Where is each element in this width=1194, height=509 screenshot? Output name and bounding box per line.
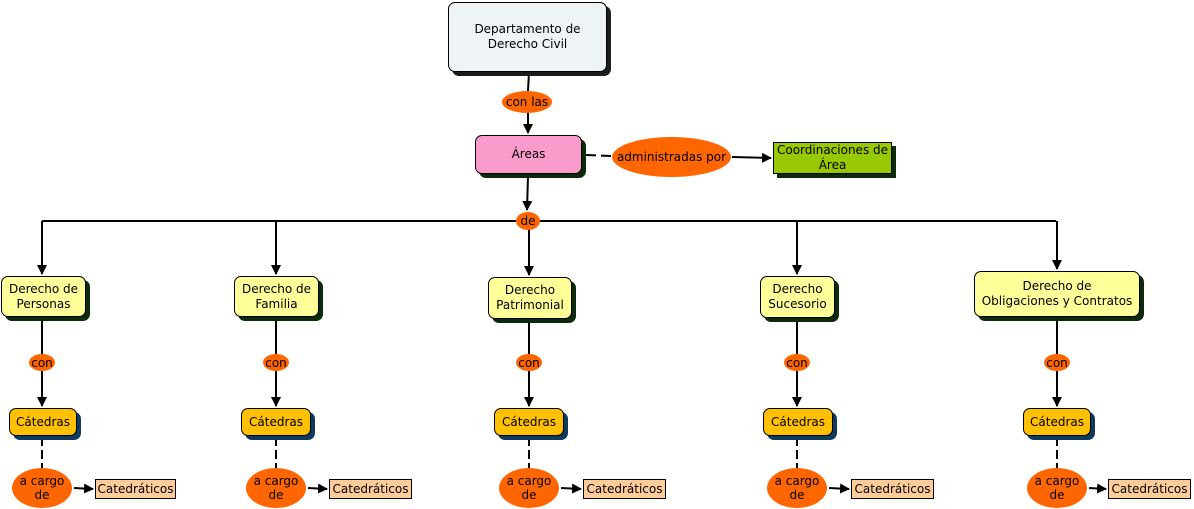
edge-cargo-prof (560, 483, 582, 494)
edge-cargo-prof (828, 483, 850, 494)
node-catedraticos[interactable]: Catedráticos (583, 479, 666, 499)
link-a-cargo-de[interactable]: a cargo de (1027, 468, 1087, 508)
node-coordinaciones[interactable]: Coordinaciones de Área (773, 142, 892, 174)
link-con-las[interactable]: con las (502, 91, 552, 113)
edge-areas-de (522, 175, 533, 211)
node-catedras[interactable]: Cátedras (9, 408, 77, 436)
node-branch[interactable]: Derecho de Familia (234, 276, 319, 317)
link-a-cargo-de[interactable]: a cargo de (499, 468, 559, 508)
edge-admin-coord (731, 152, 772, 163)
node-catedraticos[interactable]: Catedráticos (329, 479, 412, 499)
node-catedras[interactable]: Cátedras (763, 408, 833, 436)
edge-cargo-prof (73, 483, 94, 494)
link-con[interactable]: con (29, 354, 55, 371)
link-con[interactable]: con (263, 354, 289, 371)
link-a-cargo-de[interactable]: a cargo de (12, 468, 72, 508)
link-con[interactable]: con (784, 354, 810, 371)
edge-cargo-prof (1088, 483, 1107, 494)
node-branch[interactable]: Derecho Patrimonial (488, 277, 572, 319)
node-catedras[interactable]: Cátedras (494, 408, 564, 436)
link-con[interactable]: con (516, 354, 542, 371)
node-branch[interactable]: Derecho de Personas (1, 276, 86, 317)
node-catedraticos[interactable]: Catedráticos (1108, 479, 1191, 499)
node-branch[interactable]: Derecho de Obligaciones y Contratos (974, 271, 1140, 317)
link-con[interactable]: con (1044, 354, 1070, 371)
node-branch[interactable]: Derecho Sucesorio (760, 276, 835, 318)
node-catedras[interactable]: Cátedras (1023, 408, 1091, 436)
link-a-cargo-de[interactable]: a cargo de (767, 468, 827, 508)
link-a-cargo-de[interactable]: a cargo de (246, 468, 306, 508)
edge-cargo-prof (307, 483, 328, 494)
node-departamento[interactable]: Departamento de Derecho Civil (448, 2, 607, 72)
link-administradas-por[interactable]: administradas por (612, 137, 731, 177)
node-areas[interactable]: Áreas (475, 135, 582, 174)
node-catedraticos[interactable]: Catedráticos (851, 479, 934, 499)
node-catedraticos[interactable]: Catedráticos (95, 479, 176, 499)
node-catedras[interactable]: Cátedras (241, 408, 311, 436)
link-de[interactable]: de (516, 212, 540, 230)
edge-root-conlas (527, 71, 530, 92)
edge-areas-admin (585, 154, 613, 157)
